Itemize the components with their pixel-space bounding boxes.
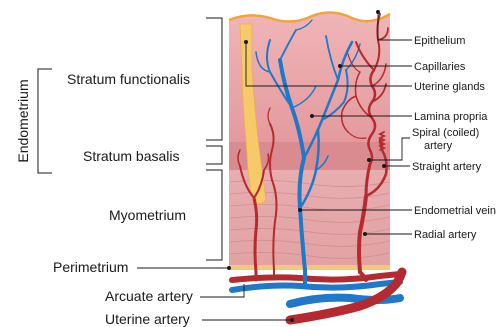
- arcuate-artery-label: Arcuate artery: [105, 288, 193, 304]
- spiral-artery-label-line2: artery: [424, 140, 453, 152]
- capillaries-dot: [338, 64, 342, 68]
- spiral-artery-dot: [367, 158, 371, 162]
- basalis-bracket: [206, 146, 222, 164]
- endometrial-vein-dot: [298, 208, 302, 212]
- spiral-artery-label-line1: Spiral (coiled): [412, 127, 479, 139]
- labels-left: Endometrium Stratum functionalis Stratum…: [15, 71, 193, 327]
- myometrium-label: Myometrium: [109, 207, 186, 223]
- labels-right: Epithelium Capillaries Uterine glands La…: [412, 35, 496, 241]
- lamina-propria-dot: [310, 114, 314, 118]
- endometrial-vein-label: Endometrial vein: [414, 205, 496, 217]
- layer-brackets: [38, 18, 222, 260]
- arcuate-vein: [232, 282, 400, 290]
- lamina-propria-label: Lamina propria: [414, 111, 488, 123]
- radial-artery-dot: [363, 232, 367, 236]
- uterine-artery-label: Uterine artery: [105, 311, 190, 327]
- uterine-glands-dot: [244, 40, 248, 44]
- perimetrium-dot: [227, 266, 231, 270]
- straight-artery-dot: [382, 164, 386, 168]
- stratum-basalis-label: Stratum basalis: [83, 148, 179, 164]
- perimetrium-label: Perimetrium: [53, 259, 128, 275]
- endometrium-bracket: [38, 69, 52, 173]
- uterine-artery-dot: [290, 318, 294, 322]
- myometrium-bracket: [206, 170, 222, 260]
- epithelium-label: Epithelium: [414, 35, 465, 47]
- uterine-glands-label: Uterine glands: [414, 81, 485, 93]
- bottom-vessels: [232, 270, 402, 320]
- perimetrium-layer: [229, 265, 390, 270]
- straight-artery-label: Straight artery: [412, 161, 482, 173]
- capillaries-label: Capillaries: [414, 61, 466, 73]
- radial-artery-label: Radial artery: [414, 229, 477, 241]
- stratum-functionalis-label: Stratum functionalis: [67, 71, 190, 87]
- epithelium-dot: [376, 10, 380, 14]
- coiled-artery-zigzag: [380, 132, 384, 150]
- functionalis-bracket: [206, 18, 222, 140]
- endometrium-label: Endometrium: [15, 79, 31, 162]
